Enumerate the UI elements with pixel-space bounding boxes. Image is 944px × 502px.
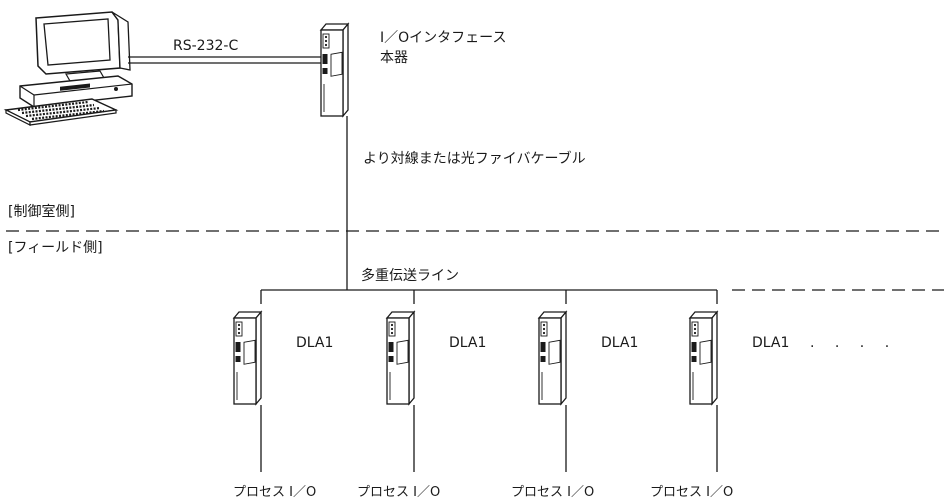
rs232c-label: RS-232-C bbox=[173, 38, 238, 54]
computer-icon bbox=[3, 11, 133, 126]
io-interface-unit bbox=[320, 23, 349, 117]
trunk-cable-label: より対線または光ファイバケーブル bbox=[363, 150, 586, 167]
process-io-label-2: プロセス I／O bbox=[357, 485, 440, 500]
dla1-label-2: DLA1 bbox=[449, 335, 486, 351]
dla1-label-1: DLA1 bbox=[296, 335, 333, 351]
process-io-label-3: プロセス I／O bbox=[511, 485, 594, 500]
node-3: DLA1 プロセス I／O bbox=[511, 311, 638, 500]
bus-label: 多重伝送ライン bbox=[361, 267, 459, 284]
node-2: DLA1 プロセス I／O bbox=[357, 311, 486, 500]
zone-field-label: [フィールド側] bbox=[8, 240, 103, 256]
rs232c-cable bbox=[128, 56, 322, 64]
dla1-label-4: DLA1 bbox=[752, 335, 789, 351]
dla1-unit-4 bbox=[689, 311, 718, 405]
process-io-label-1: プロセス I／O bbox=[233, 485, 316, 500]
dla1-label-3: DLA1 bbox=[601, 335, 638, 351]
process-io-label-4: プロセス I／O bbox=[650, 485, 733, 500]
io-interface-label-line2: 本器 bbox=[380, 50, 408, 66]
node-1: DLA1 プロセス I／O bbox=[233, 311, 333, 500]
dla1-unit-3 bbox=[538, 311, 567, 405]
dla1-unit-2 bbox=[386, 311, 415, 405]
continuation-dots: . . . . bbox=[810, 335, 897, 351]
io-interface-label-line1: I／Oインタフェース bbox=[380, 30, 506, 46]
zone-control-room-label: [制御室側] bbox=[8, 203, 75, 220]
node-4: DLA1 . . . . プロセス I／O bbox=[650, 311, 897, 500]
bus-drops bbox=[260, 290, 718, 304]
dla1-unit-1 bbox=[233, 311, 262, 405]
